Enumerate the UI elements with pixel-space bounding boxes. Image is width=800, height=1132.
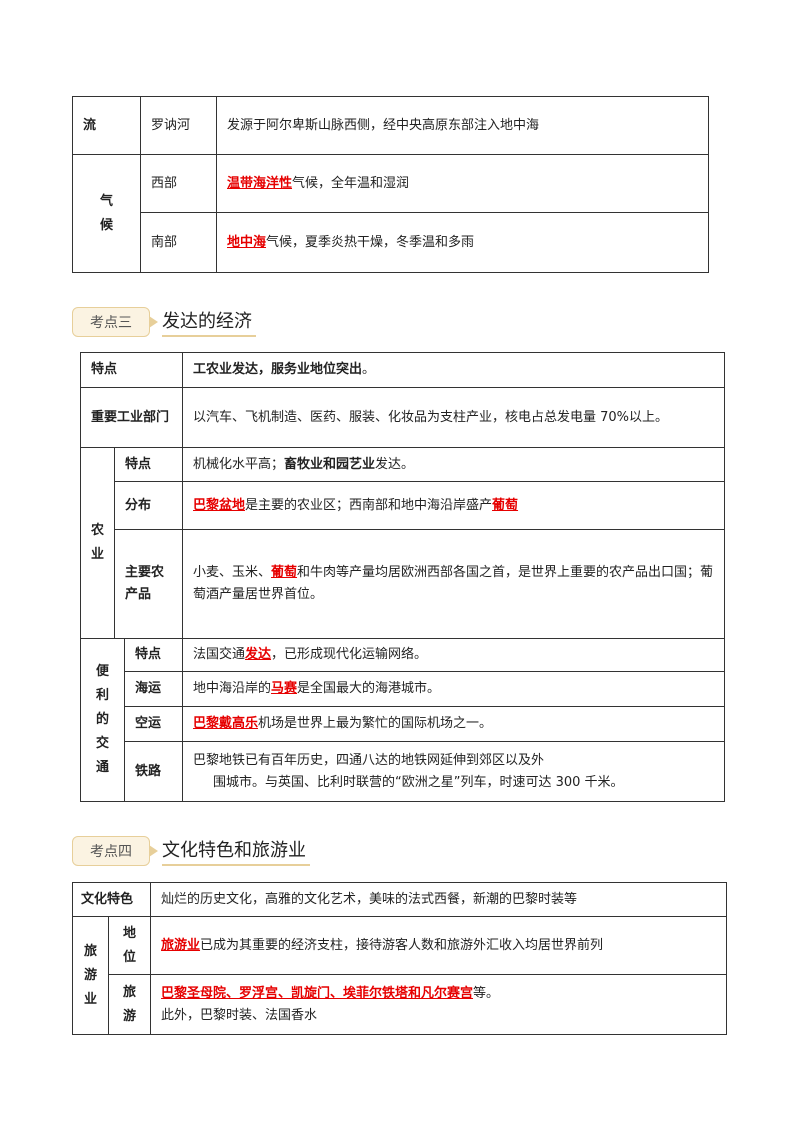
trans-feat-pre: 法国交通	[193, 647, 246, 662]
agri-feat-cell: 机械化水平高；畜牧业和园艺业发达。	[182, 447, 725, 482]
status-cell: 旅游业已成为其重要的经济支柱，接待游客人数和旅游外汇收入均居世界前列	[150, 916, 728, 975]
agri-prod-post: 和牛肉等产量均居欧洲西部各国之首，是世界上重要的农产品出口国；葡萄酒产量居世界首…	[193, 565, 714, 602]
south-highlight: 地中海	[227, 234, 267, 250]
rail-cell: 巴黎地铁已有百年历史，四通八达的地铁网延伸到郊区以及外围城市。与英国、比利时联营…	[182, 741, 725, 802]
agri-prod-cell: 小麦、玉米、葡萄和牛肉等产量均居欧洲西部各国之首，是世界上重要的农产品出口国；葡…	[182, 529, 725, 639]
status-post: 已成为其重要的经济支柱，接待游客人数和旅游外汇收入均居世界前列	[200, 937, 604, 953]
air-hl: 巴黎戴高乐	[193, 716, 259, 731]
agri-prod-pre: 小麦、玉米、	[193, 565, 272, 580]
river-desc-cell: 发源于阿尔卑斯山脉西侧，经中央高原东部注入地中海	[216, 96, 709, 155]
tour-label-text: 旅游	[122, 984, 136, 1024]
air-label-cell: 空运	[124, 706, 183, 742]
industry-text-cell: 以汽车、飞机制造、医药、服装、化妆品为支柱产业，核电占总发电量 70%以上。	[182, 387, 725, 448]
section4-header: 考点四 文化特色和旅游业	[72, 836, 310, 866]
section3-header: 考点三 发达的经济	[72, 307, 256, 337]
agri-dist-hl2: 葡萄	[492, 497, 519, 513]
agri-feat-bold: 畜牧业和园艺业	[284, 456, 376, 472]
rail-line2: 围城市。与英国、比利时联营的“欧洲之星”列车，时速可达 300 千米。	[213, 774, 624, 790]
tourism-head-text: 旅游业	[83, 943, 97, 1007]
south-rest: 气候，夏季炎热干燥，冬季温和多雨	[266, 234, 475, 250]
agri-dist-hl1: 巴黎盆地	[193, 497, 246, 513]
section4-title: 文化特色和旅游业	[162, 836, 310, 866]
status-label-cell: 地位	[107, 916, 152, 975]
sea-label-cell: 海运	[124, 671, 183, 707]
culture-tourism-table: 文化特色 灿烂的历史文化，高雅的文化艺术，美味的法式西餐，新潮的巴黎时装等 旅游…	[71, 882, 728, 1035]
industry-label-cell: 重要工业部门	[80, 387, 183, 448]
agri-feat-post: 发达。	[375, 456, 415, 472]
tour-line2: 此外，巴黎时装、法国香水	[161, 1007, 318, 1023]
sea-cell: 地中海沿岸的马赛是全国最大的海港城市。	[182, 671, 725, 707]
agri-dist-mid: 是主要的农业区；西南部和地中海沿岸盛产	[245, 497, 493, 513]
agri-dist-label-cell: 分布	[114, 481, 183, 530]
trans-feat-post: ，已形成现代化运输网络。	[271, 647, 428, 662]
sea-hl: 马赛	[271, 681, 298, 696]
trans-head-cell: 便利的交通	[80, 638, 125, 802]
culture-label-cell: 文化特色	[71, 882, 152, 917]
rail-line1: 巴黎地铁已有百年历史，四通八达的地铁网延伸到郊区以及外	[193, 752, 545, 768]
status-label-text: 地位	[122, 925, 136, 965]
tour-post: 等。	[473, 985, 500, 1001]
agri-prod-hl: 葡萄	[271, 565, 298, 580]
agri-prod-label-cell: 主要农产品	[114, 529, 183, 639]
air-cell: 巴黎戴高乐机场是世界上最为繁忙的国际机场之一。	[182, 706, 725, 742]
tour-hl: 巴黎圣母院、罗浮宫、凯旋门、埃菲尔铁塔和凡尔赛宫	[161, 985, 474, 1001]
climate-head-text: 气候	[99, 193, 113, 233]
west-desc-cell: 温带海洋性气候，全年温和湿润	[216, 154, 709, 213]
south-desc-cell: 地中海气候，夏季炎热干燥，冬季温和多雨	[216, 212, 709, 273]
agri-head-cell: 农业	[80, 447, 115, 639]
feature-end: 。	[362, 362, 376, 377]
west-rest: 气候，全年温和湿润	[292, 175, 410, 191]
climate-head-cell: 气候	[72, 154, 141, 273]
trans-feat-cell: 法国交通发达，已形成现代化运输网络。	[182, 638, 725, 672]
tour-line1: 巴黎圣母院、罗浮宫、凯旋门、埃菲尔铁塔和凡尔赛宫等。	[161, 983, 716, 1005]
section3-tag: 考点三	[72, 307, 158, 337]
economy-table: 特点 工农业发达，服务业地位突出。 重要工业部门 以汽车、飞机制造、医药、服装、…	[80, 352, 725, 802]
section4-tag: 考点四	[72, 836, 158, 866]
trans-head-text: 便利的交通	[95, 664, 109, 775]
agri-head-text: 农业	[90, 523, 104, 562]
agri-feat-pre: 机械化水平高；	[193, 456, 285, 472]
status-hl: 旅游业	[161, 937, 201, 953]
tourism-head-cell: 旅游业	[72, 916, 109, 1035]
sea-post: 是全国最大的海港城市。	[297, 681, 441, 696]
culture-text-cell: 灿烂的历史文化，高雅的文化艺术，美味的法式西餐，新潮的巴黎时装等	[150, 882, 728, 917]
south-label-cell: 南部	[140, 212, 217, 273]
trans-feat-label-cell: 特点	[124, 638, 183, 672]
agri-dist-cell: 巴黎盆地是主要的农业区；西南部和地中海沿岸盛产葡萄	[182, 481, 725, 530]
feature-text-cell: 工农业发达，服务业地位突出。	[182, 352, 725, 388]
agri-feat-label-cell: 特点	[114, 447, 183, 482]
tour-cell: 巴黎圣母院、罗浮宫、凯旋门、埃菲尔铁塔和凡尔赛宫等。此外，巴黎时装、法国香水	[150, 974, 728, 1035]
section3-title: 发达的经济	[162, 307, 256, 337]
rail-label-cell: 铁路	[124, 741, 183, 802]
west-highlight: 温带海洋性	[227, 175, 293, 191]
feature-text: 工农业发达，服务业地位突出	[193, 362, 363, 377]
river-name-cell: 罗讷河	[140, 96, 217, 155]
west-label-cell: 西部	[140, 154, 217, 213]
feature-label-cell: 特点	[80, 352, 183, 388]
sea-pre: 地中海沿岸的	[193, 681, 272, 696]
river-head-cell: 流	[72, 96, 141, 155]
tour-label-cell: 旅游	[107, 974, 152, 1035]
trans-feat-hl: 发达	[245, 647, 272, 662]
air-post: 机场是世界上最为繁忙的国际机场之一。	[258, 716, 493, 731]
river-climate-table: 流 罗讷河 发源于阿尔卑斯山脉西侧，经中央高原东部注入地中海 气候 西部 温带海…	[72, 96, 709, 273]
